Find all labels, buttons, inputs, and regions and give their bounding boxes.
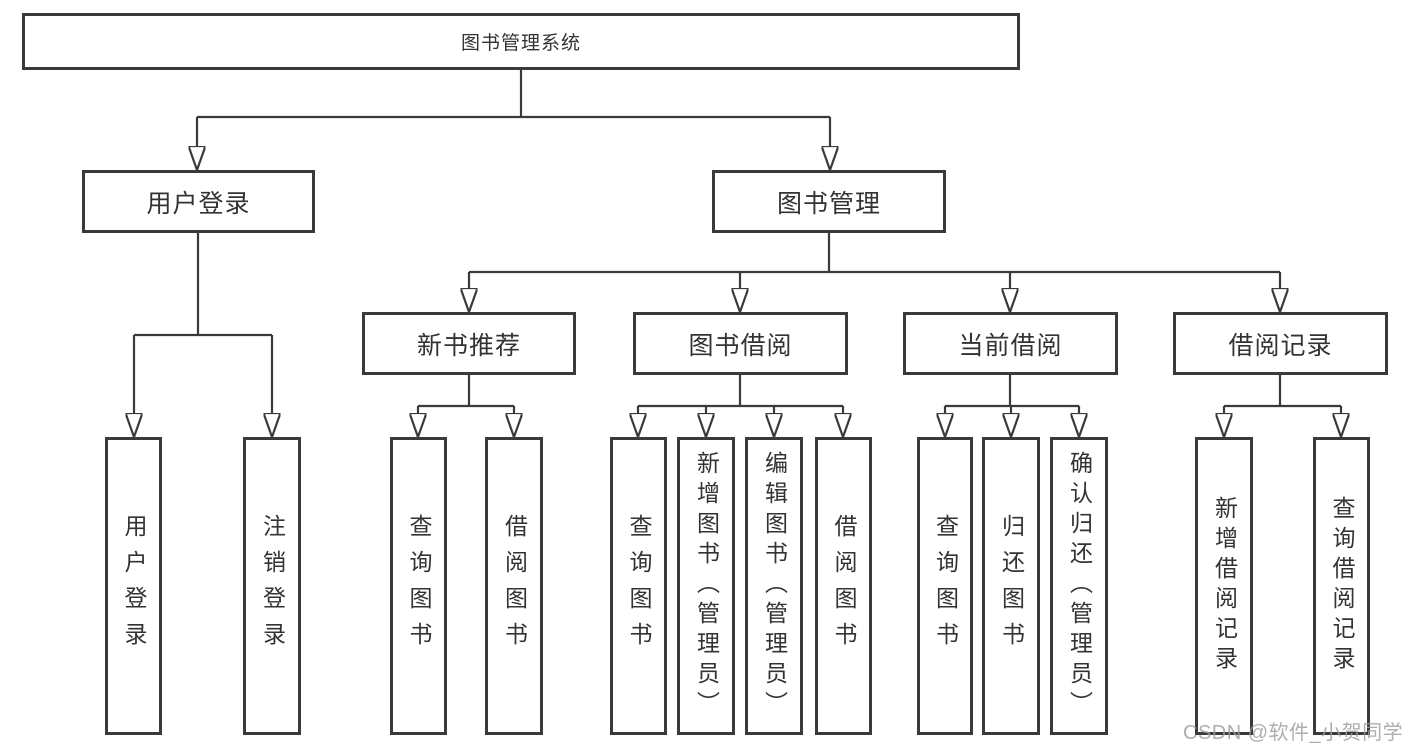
node-book-borrow: 图书借阅 xyxy=(633,312,848,375)
csdn-watermark: CSDN @软件_小贺同学 xyxy=(1183,722,1404,744)
connector-records-to-leaves xyxy=(1224,375,1341,413)
leaf-confirm-return-admin: 确认归还（管理员） xyxy=(1050,437,1108,735)
leaf-label: 新增借阅记录 xyxy=(1211,496,1238,676)
leaf-borrow-books: 借阅图书 xyxy=(815,437,872,735)
leaf-query-books-recommend: 查询图书 xyxy=(390,437,447,735)
leaf-label: 借阅图书 xyxy=(501,514,528,658)
leaf-add-borrow-record: 新增借阅记录 xyxy=(1195,437,1253,735)
leaf-label: 查询图书 xyxy=(932,514,959,658)
node-label: 图书管理 xyxy=(776,189,881,218)
node-label: 图书借阅 xyxy=(688,331,793,360)
node-label: 当前借阅 xyxy=(958,331,1063,360)
leaf-label: 查询图书 xyxy=(626,514,652,658)
connector-recommend-to-leaves xyxy=(418,375,514,413)
node-label: 用户登录 xyxy=(146,189,251,218)
node-new-book-recommend: 新书推荐 xyxy=(362,312,576,375)
leaf-label: 查询借阅记录 xyxy=(1329,496,1355,676)
node-borrow-records: 借阅记录 xyxy=(1173,312,1388,375)
leaf-label: 注销登录 xyxy=(259,514,286,658)
node-book-management: 图书管理 xyxy=(712,170,946,233)
leaf-logout: 注销登录 xyxy=(243,437,301,735)
node-user-login: 用户登录 xyxy=(82,170,315,233)
leaf-query-books-current: 查询图书 xyxy=(917,437,973,735)
node-current-borrow: 当前借阅 xyxy=(903,312,1118,375)
node-label: 图书管理系统 xyxy=(460,33,581,54)
connector-current-to-leaves xyxy=(945,375,1079,413)
connector-userlogin-to-leaves xyxy=(134,233,272,413)
leaf-add-books-admin: 新增图书（管理员） xyxy=(677,437,735,735)
connector-borrow-to-leaves xyxy=(638,375,843,413)
leaf-borrow-books-recommend: 借阅图书 xyxy=(485,437,543,735)
leaf-label: 查询图书 xyxy=(406,514,432,658)
node-label: 借阅记录 xyxy=(1228,331,1333,360)
leaf-query-books-borrow: 查询图书 xyxy=(610,437,667,735)
leaf-label: 确认归还（管理员） xyxy=(1066,451,1093,721)
node-label: 新书推荐 xyxy=(416,331,521,360)
leaf-label: 编辑图书（管理员） xyxy=(761,451,788,721)
leaf-label: 新增图书（管理员） xyxy=(693,451,720,721)
node-library-management-system: 图书管理系统 xyxy=(22,13,1020,70)
leaf-query-borrow-record: 查询借阅记录 xyxy=(1313,437,1370,735)
connector-root-to-level2 xyxy=(197,70,830,146)
leaf-return-books: 归还图书 xyxy=(982,437,1040,735)
leaf-edit-books-admin: 编辑图书（管理员） xyxy=(745,437,803,735)
leaf-label: 用户登录 xyxy=(121,514,147,658)
connector-bookmgmt-to-level3 xyxy=(469,233,1280,288)
leaf-user-login: 用户登录 xyxy=(105,437,162,735)
leaf-label: 借阅图书 xyxy=(831,514,857,658)
leaf-label: 归还图书 xyxy=(998,514,1025,658)
